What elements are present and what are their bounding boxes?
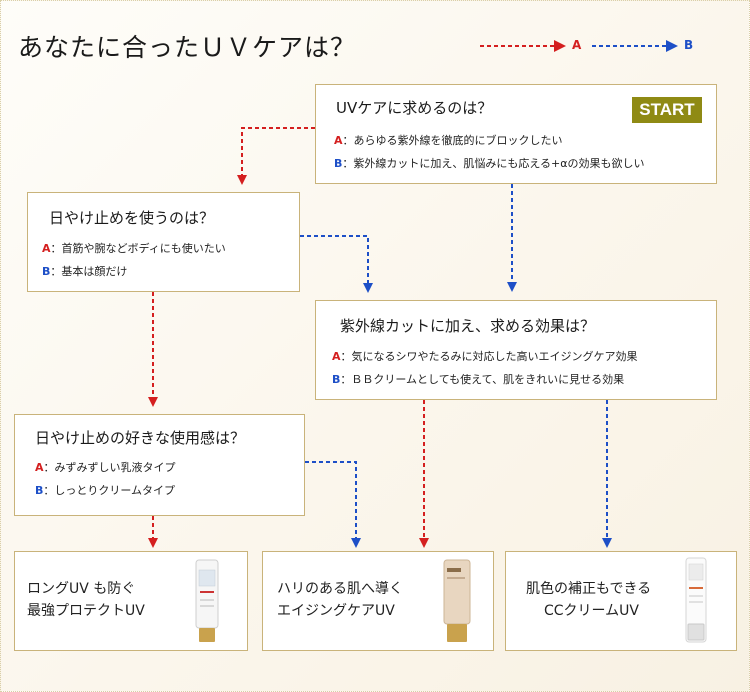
option-a-text: ：みずみずしい乳液タイプ bbox=[43, 461, 176, 474]
option-b-key: B bbox=[332, 373, 341, 386]
question-4-option-a: A：みずみずしい乳液タイプ bbox=[35, 459, 176, 475]
arrow-q2-b bbox=[300, 235, 373, 293]
question-1-option-a: A：あらゆる紫外線を徹底的にブロックしたい bbox=[334, 132, 563, 148]
question-4-option-b: B：しっとりクリームタイプ bbox=[35, 482, 175, 498]
question-3-text: 紫外線カットに加え、求める効果は？ bbox=[340, 317, 596, 335]
result-2-line-1: ハリのある肌へ導く bbox=[277, 581, 403, 597]
result-3-line-1: 肌色の補正もできる bbox=[526, 581, 652, 597]
question-2-text: 日やけ止めを使うのは？ bbox=[49, 209, 215, 227]
product-tube-2-image bbox=[443, 559, 471, 642]
option-b-text: ：紫外線カットに加え、肌悩みにも応える+αの効果も欲しい bbox=[342, 157, 645, 170]
result-2-line-2: エイジングケアUV bbox=[277, 603, 395, 619]
legend-label-a: A bbox=[572, 38, 582, 52]
result-box-2: ハリのある肌へ導く エイジングケアUV bbox=[262, 551, 494, 651]
question-4-text: 日やけ止めの好きな使用感は？ bbox=[35, 429, 246, 447]
result-1-text: ロングUV も防ぐ 最強プロテクトUV bbox=[27, 578, 145, 622]
question-box-3: 紫外線カットに加え、求める効果は？ A：気になるシワやたるみに対応した高いエイジ… bbox=[315, 300, 717, 400]
option-a-key: A bbox=[332, 350, 341, 363]
result-2-text: ハリのある肌へ導く エイジングケアUV bbox=[277, 578, 403, 622]
legend-arrow-a bbox=[480, 40, 566, 52]
question-2-option-a: A：首筋や腕などボディにも使いたい bbox=[42, 240, 226, 256]
result-box-3: 肌色の補正もできる CCクリームUV bbox=[505, 551, 737, 651]
result-3-text: 肌色の補正もできる CCクリームUV bbox=[526, 578, 651, 622]
product-tube-1-image bbox=[195, 559, 219, 642]
question-box-1: UVケアに求めるのは？ START A：あらゆる紫外線を徹底的にブロックしたい … bbox=[315, 84, 717, 184]
option-b-key: B bbox=[334, 157, 343, 170]
question-1-text: UVケアに求めるのは？ bbox=[336, 99, 493, 117]
question-3-option-a: A：気になるシワやたるみに対応した高いエイジングケア効果 bbox=[332, 348, 638, 364]
legend-label-b: B bbox=[684, 38, 694, 52]
product-tube-3-image bbox=[685, 557, 707, 643]
option-b-key: B bbox=[35, 484, 44, 497]
result-box-1: ロングUV も防ぐ 最強プロテクトUV bbox=[14, 551, 248, 651]
arrow-q1-a bbox=[237, 127, 315, 185]
legend-arrow-b bbox=[592, 40, 678, 52]
option-a-key: A bbox=[334, 134, 343, 147]
arrow-q4-b bbox=[305, 461, 361, 548]
result-3-line-2: CCクリームUV bbox=[544, 603, 639, 619]
question-box-2: 日やけ止めを使うのは？ A：首筋や腕などボディにも使いたい B：基本は顔だけ bbox=[27, 192, 300, 292]
option-b-key: B bbox=[42, 265, 51, 278]
start-badge: START bbox=[632, 97, 702, 123]
result-1-line-2: 最強プロテクトUV bbox=[27, 603, 145, 619]
question-1-option-b: B：紫外線カットに加え、肌悩みにも応える+αの効果も欲しい bbox=[334, 155, 645, 171]
question-3-option-b: B：ＢＢクリームとしても使えて、肌をきれいに見せる効果 bbox=[332, 371, 624, 387]
option-b-text: ：ＢＢクリームとしても使えて、肌をきれいに見せる効果 bbox=[340, 373, 625, 386]
option-b-text: ：基本は顔だけ bbox=[50, 265, 128, 278]
question-box-4: 日やけ止めの好きな使用感は？ A：みずみずしい乳液タイプ B：しっとりクリームタ… bbox=[14, 414, 305, 516]
page-title: あなたに合ったＵＶケアは？ bbox=[18, 33, 357, 62]
result-1-line-1: ロングUV も防ぐ bbox=[27, 581, 136, 597]
legend: A B bbox=[478, 36, 738, 56]
option-b-text: ：しっとりクリームタイプ bbox=[43, 484, 176, 497]
option-a-key: A bbox=[42, 242, 51, 255]
option-a-text: ：気になるシワやたるみに対応した高いエイジングケア効果 bbox=[340, 350, 638, 363]
option-a-key: A bbox=[35, 461, 44, 474]
option-a-text: ：あらゆる紫外線を徹底的にブロックしたい bbox=[342, 134, 563, 147]
question-2-option-b: B：基本は顔だけ bbox=[42, 263, 127, 279]
option-a-text: ：首筋や腕などボディにも使いたい bbox=[50, 242, 226, 255]
